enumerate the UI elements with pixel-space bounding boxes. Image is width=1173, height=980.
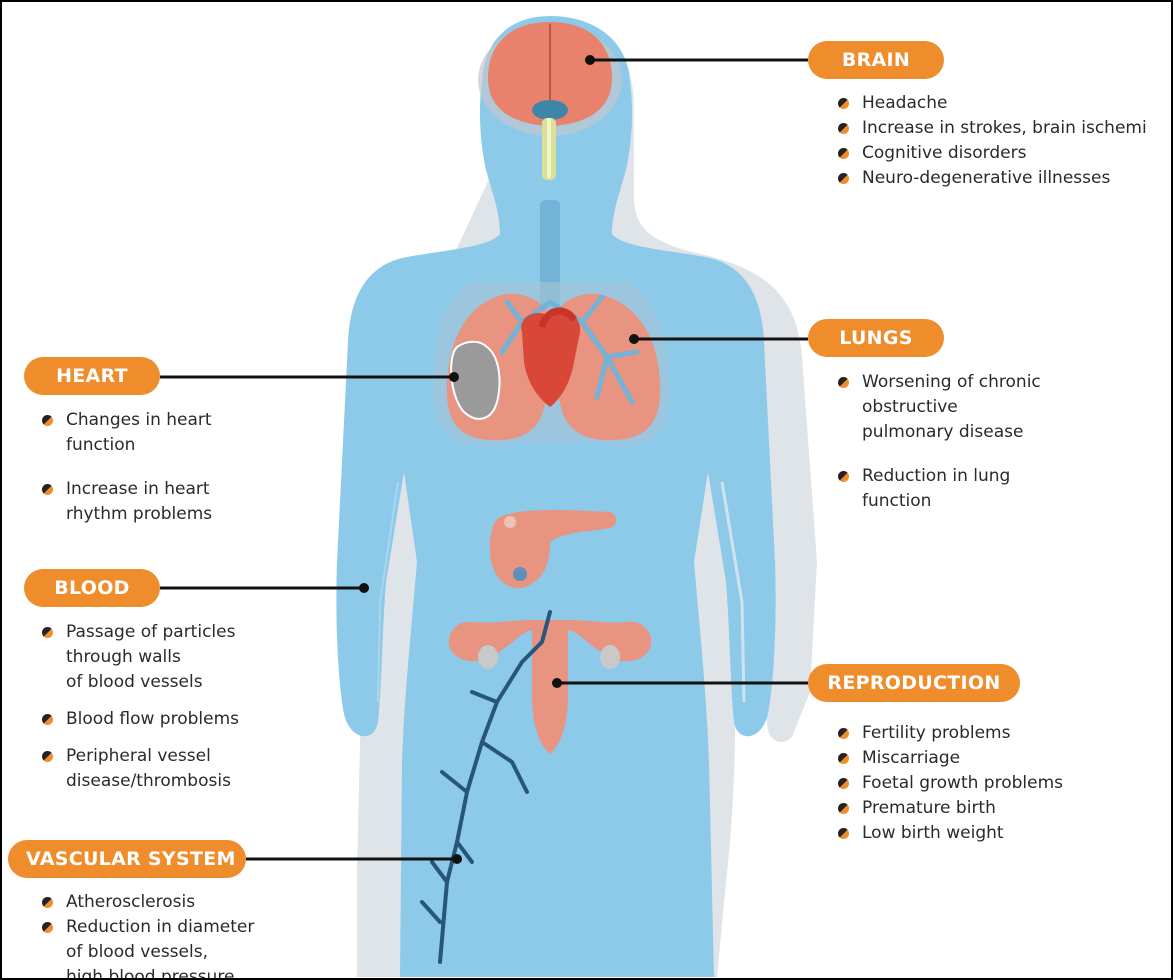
connector-lungs-dot [629, 334, 639, 344]
brain-label: BRAIN [808, 41, 944, 79]
reproduction-effect-item: Miscarriage [835, 746, 1063, 771]
reproduction-effect-item: Low birth weight [835, 821, 1063, 846]
bullet-icon [838, 778, 849, 789]
bullet-icon [42, 484, 53, 495]
heart-effect-item: Increase in heart rhythm problems [39, 477, 212, 527]
brain-effects-list: Headache Increase in strokes, brain isch… [835, 91, 1147, 191]
lungs-effect-item: Reduction in lung function [835, 464, 1041, 514]
bullet-icon [838, 377, 849, 388]
lungs-label: LUNGS [808, 319, 944, 357]
blood-label: BLOOD [24, 569, 160, 607]
bullet-icon [838, 98, 849, 109]
brain-effect-item: Headache [835, 91, 1147, 116]
pancreas-detail-2 [504, 516, 516, 528]
bullet-icon [838, 828, 849, 839]
bullet-icon [838, 803, 849, 814]
connector-reproduction-dot [552, 678, 562, 688]
bullet-icon [838, 471, 849, 482]
bullet-icon [42, 751, 53, 762]
bullet-icon [42, 627, 53, 638]
reproduction-label: REPRODUCTION [808, 664, 1020, 702]
reproduction-effect-item: Premature birth [835, 796, 1063, 821]
vascular-effect-item: Atherosclerosis [39, 890, 254, 915]
blood-effect-item: Blood flow problems [39, 707, 239, 732]
vascular-effect-item: Reduction in diameter of blood vessels, … [39, 915, 254, 980]
bullet-icon [838, 123, 849, 134]
bullet-icon [42, 922, 53, 933]
blood-effects-list: Passage of particles through walls of bl… [39, 620, 239, 794]
connector-brain-dot [585, 55, 595, 65]
heart-effects-list: Changes in heart function Increase in he… [39, 408, 212, 527]
vascular-system-label: VASCULAR SYSTEM [8, 840, 246, 878]
bullet-icon [838, 173, 849, 184]
ovary-left [478, 645, 498, 669]
blood-effect-item: Passage of particles through walls of bl… [39, 620, 239, 695]
heart-effect-item: Changes in heart function [39, 408, 212, 458]
bullet-icon [42, 897, 53, 908]
connector-heart-dot [449, 372, 459, 382]
brain-effect-item: Increase in strokes, brain ischemi [835, 116, 1147, 141]
reproduction-effects-list: Fertility problems Miscarriage Foetal gr… [835, 721, 1063, 846]
cerebellum [532, 100, 568, 120]
reproduction-effect-item: Foetal growth problems [835, 771, 1063, 796]
bullet-icon [838, 753, 849, 764]
lungs-effect-item: Worsening of chronic obstructive pulmona… [835, 370, 1041, 445]
ovary-right [600, 645, 620, 669]
bullet-icon [42, 415, 53, 426]
heart-label: HEART [24, 357, 160, 395]
spinal-cord-core [547, 118, 551, 178]
bullet-icon [838, 728, 849, 739]
brain-effect-item: Cognitive disorders [835, 141, 1147, 166]
reproduction-effect-item: Fertility problems [835, 721, 1063, 746]
lungs-effects-list: Worsening of chronic obstructive pulmona… [835, 370, 1041, 514]
bullet-icon [838, 148, 849, 159]
connector-blood-dot [359, 583, 369, 593]
vascular-effects-list: Atherosclerosis Reduction in diameter of… [39, 890, 254, 980]
bullet-icon [42, 714, 53, 725]
blood-effect-item: Peripheral vessel disease/thrombosis [39, 744, 239, 794]
pancreas-detail [513, 567, 527, 581]
connector-vascular-dot [452, 854, 462, 864]
brain-effect-item: Neuro-degenerative illnesses [835, 166, 1147, 191]
